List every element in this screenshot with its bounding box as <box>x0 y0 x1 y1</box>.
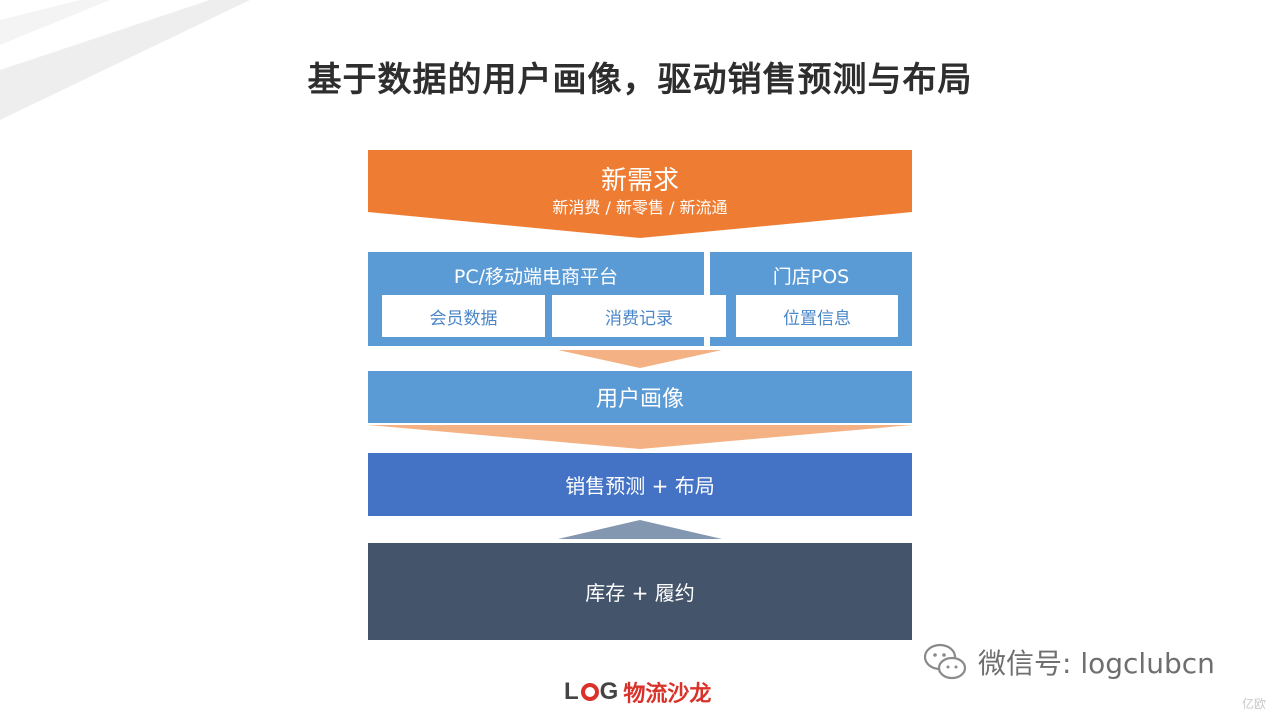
corner-watermark: 亿欧 <box>1241 697 1266 711</box>
wechat-icon <box>923 643 967 680</box>
inventory-fulfillment-band: 库存 + 履约 <box>368 543 912 640</box>
demand-label: 新需求 <box>600 166 679 196</box>
decorative-swoosh <box>0 0 250 120</box>
user-persona-band: 用户画像 <box>368 371 912 423</box>
sales-forecast-band: 销售预测 + 布局 <box>368 453 912 516</box>
logo-chinese-name: 物流沙龙 <box>623 682 712 707</box>
store-pos-label: 门店POS <box>772 266 850 288</box>
consumption-record-box: 消费记录 <box>552 295 726 337</box>
demand-chevron <box>368 150 912 238</box>
logo-letter-g: G <box>599 678 620 705</box>
location-info-box: 位置信息 <box>736 295 898 337</box>
wechat-id-text: 微信号: logclubcn <box>978 647 1215 680</box>
member-data-box: 会员数据 <box>382 295 545 337</box>
flow-diagram: 新需求 新消费 / 新零售 / 新流通 PC/移动端电商平台 门店POS 会员数… <box>368 150 912 640</box>
demand-sublabel: 新消费 / 新零售 / 新流通 <box>552 198 728 217</box>
logclub-logo: L G 物流沙龙 <box>564 676 711 708</box>
page-title: 基于数据的用户画像，驱动销售预测与布局 <box>307 60 973 100</box>
logo-letter-l: L <box>564 678 580 705</box>
online-platform-label: PC/移动端电商平台 <box>453 266 619 288</box>
wechat-watermark: 微信号: logclubcn <box>922 636 1252 688</box>
arrow-up-from-inventory <box>558 520 722 539</box>
arrow-to-persona <box>558 350 722 368</box>
logo-target-icon <box>580 683 599 701</box>
arrow-to-forecast <box>368 425 912 449</box>
